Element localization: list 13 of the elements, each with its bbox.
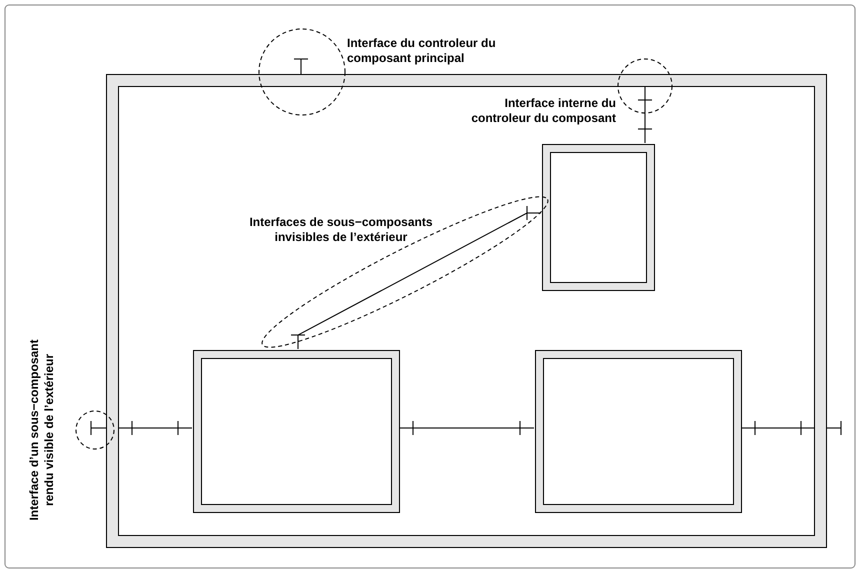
- component-box: [106, 74, 827, 548]
- component-box: [535, 350, 742, 513]
- annotation-text: Interface d’un sous−composant rendu visible de l’extérieur: [27, 338, 57, 522]
- binding-line: [740, 420, 816, 436]
- annotation-text: Interfaces de sous−composants invisibles de l’extérieur: [248, 215, 434, 245]
- binding-line: [290, 206, 542, 350]
- binding-line: [398, 420, 534, 436]
- component-box: [193, 350, 400, 513]
- binding-line: [118, 420, 192, 436]
- annotation-text: Interface du controleur du composant principal: [347, 36, 497, 66]
- annotation-text: Interface interne du controleur du composant: [470, 96, 616, 126]
- component-box: [542, 144, 655, 291]
- binding-line: [638, 86, 652, 144]
